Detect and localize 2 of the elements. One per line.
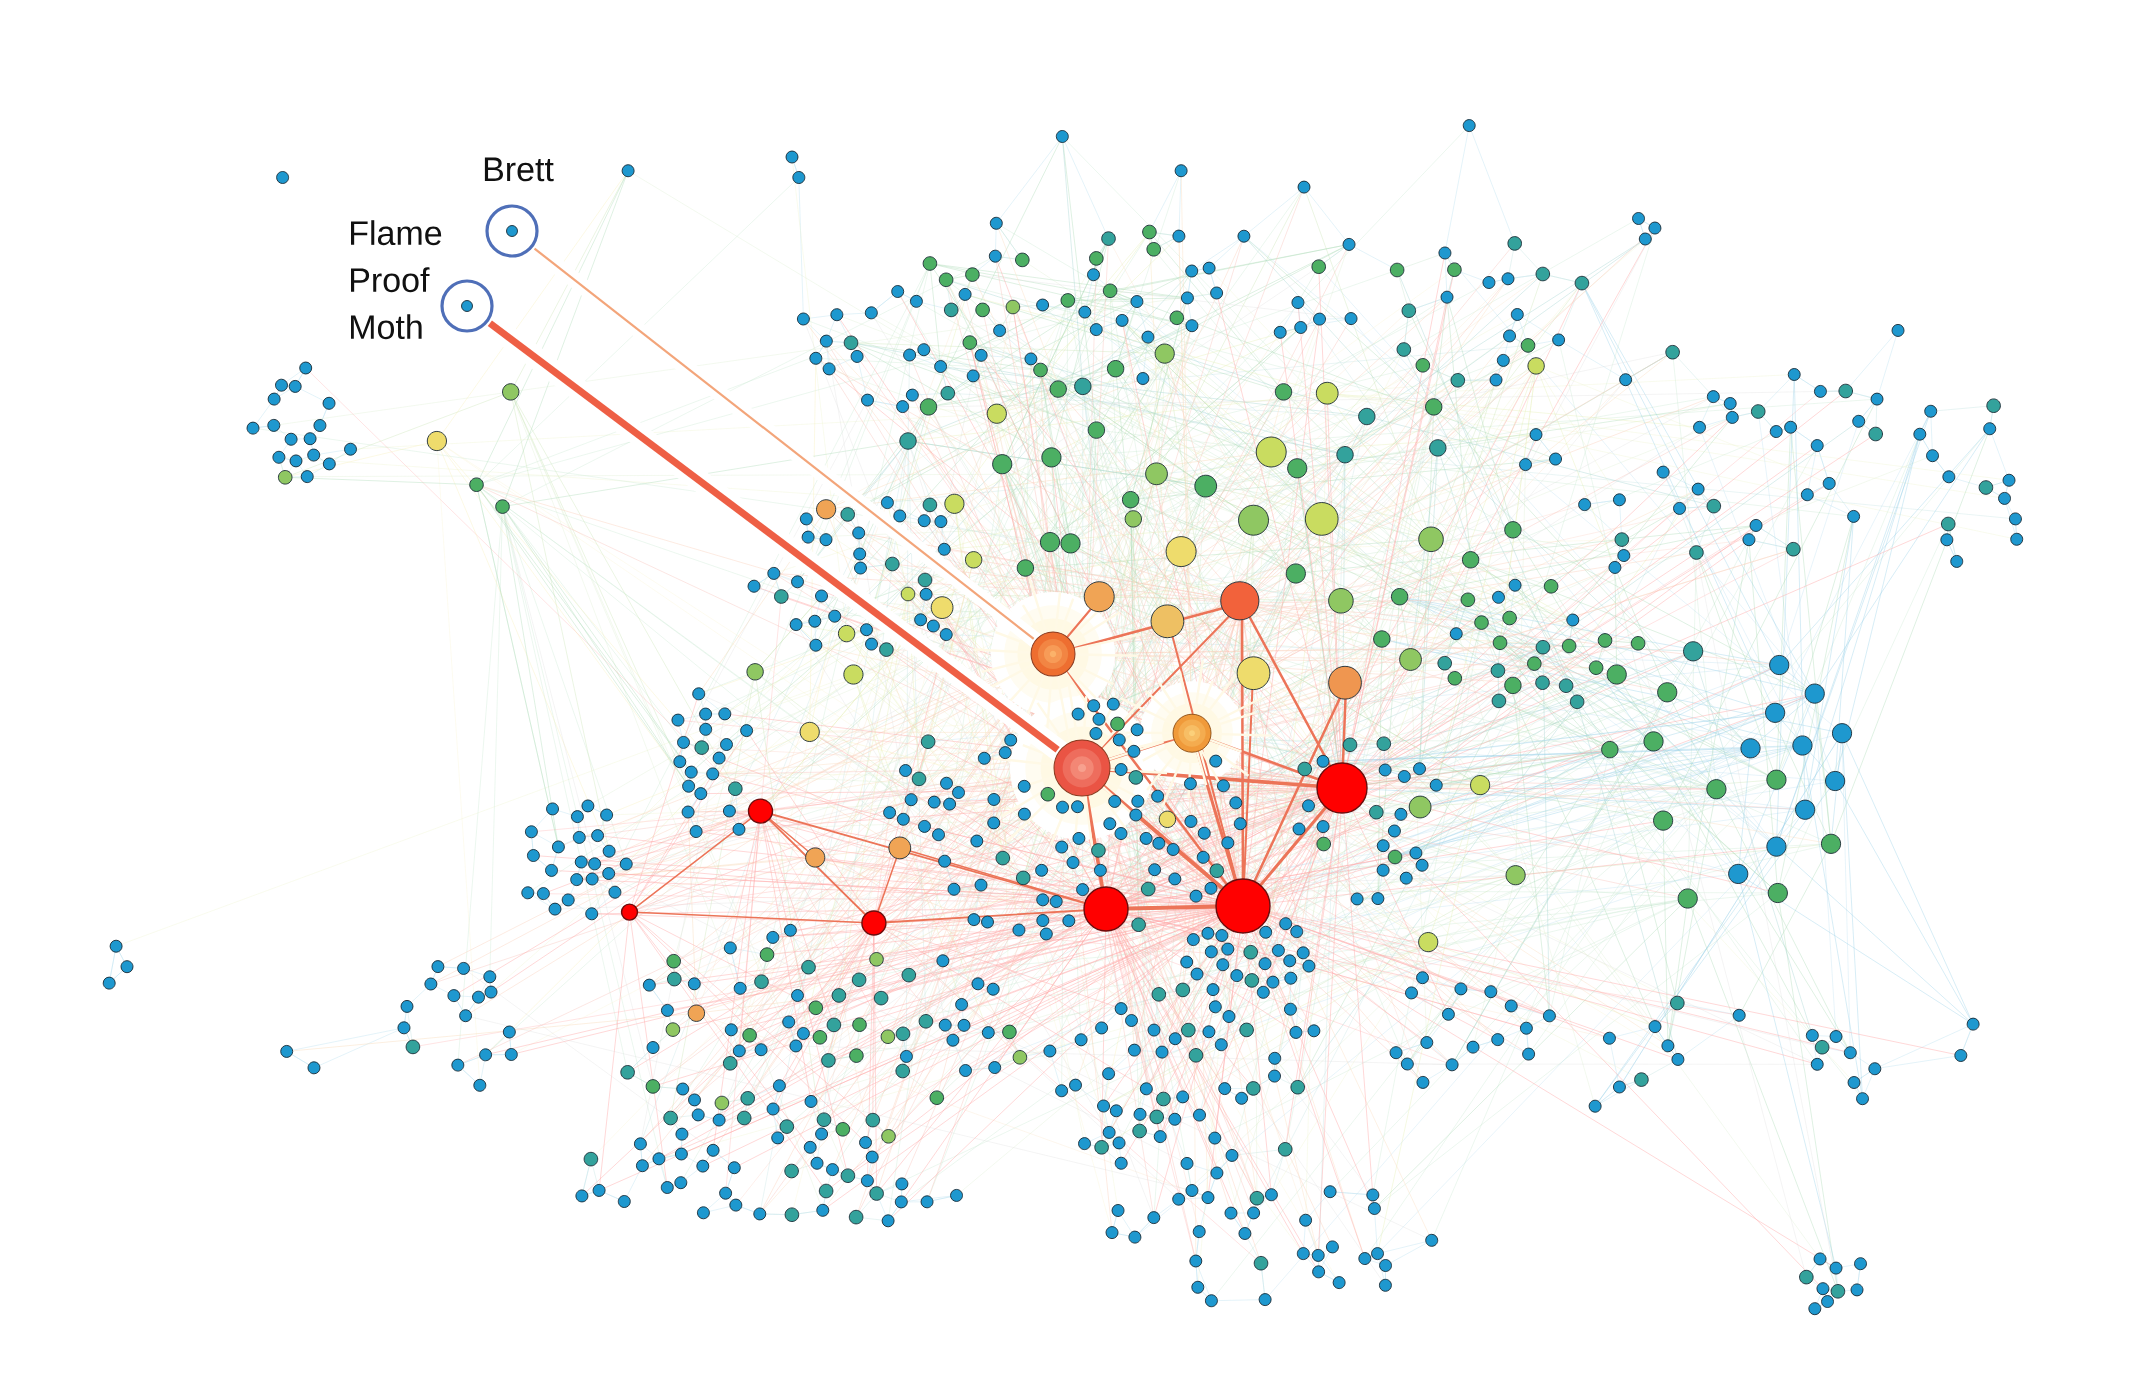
node-label: Flame Proof Moth <box>351 220 442 340</box>
node-label: Brett <box>484 157 554 182</box>
